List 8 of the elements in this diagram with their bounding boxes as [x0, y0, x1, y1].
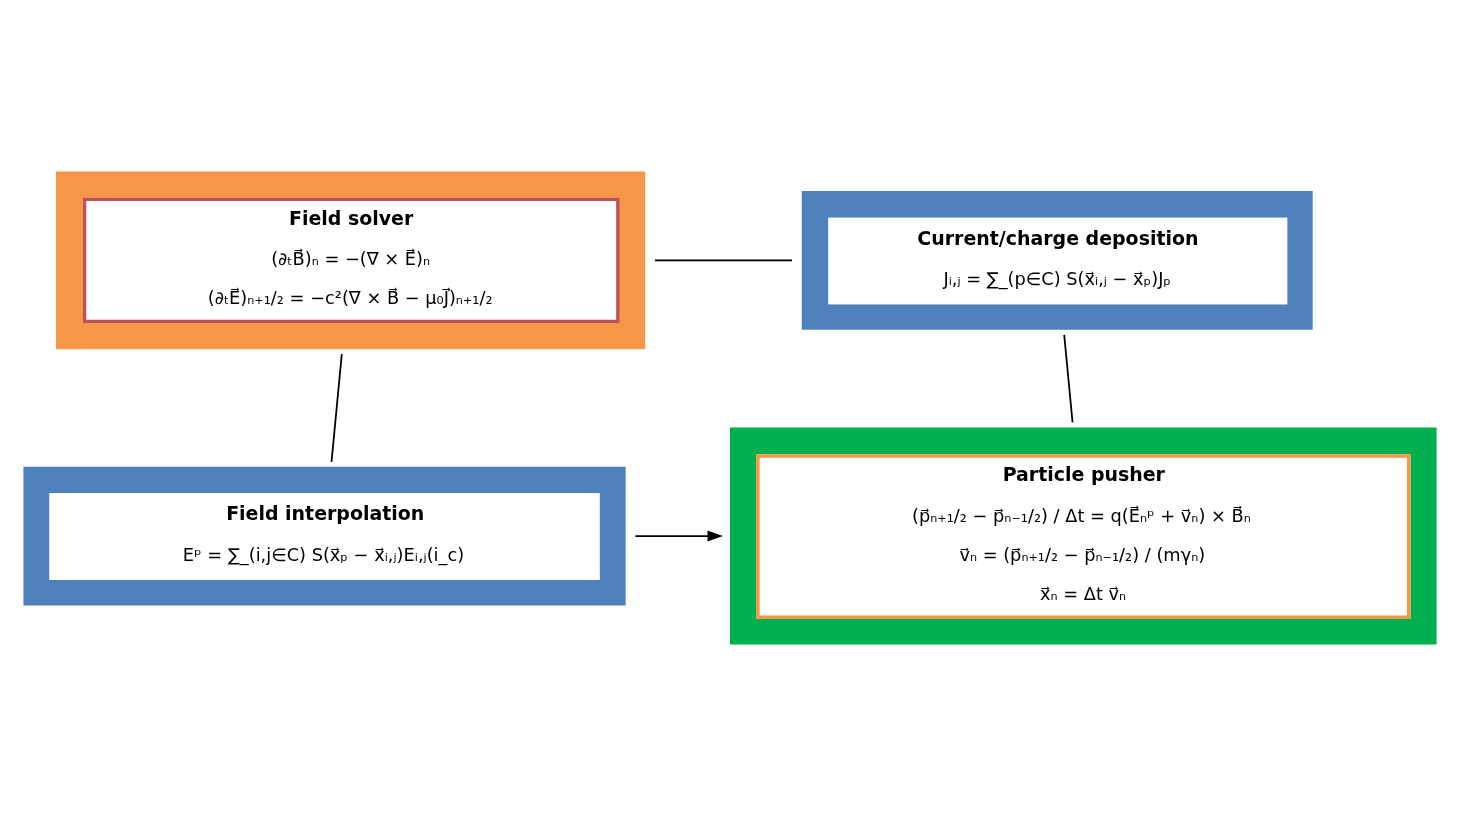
node-box: Field solver (∂ₜB⃗)ₙ = −(∇ × E⃗)ₙ (∂ₜE⃗)ₙ₊₁/₂ = −c²(∇ × B⃗ − μ₀J⃗)ₙ₊₁/₂ — [56, 171, 646, 350]
arrow — [634, 530, 723, 542]
connector — [330, 353, 343, 463]
connector — [1063, 333, 1074, 424]
node-box: Particle pusher (p⃗ₙ₊₁/₂ − p⃗ₙ₋₁/₂) / Δt = q(E⃗ₙᵖ + v⃗ₙ) × B⃗ₙ v⃗ₙ = (p⃗ₙ₊₁/₂ − p⃗ₙ₋₁/₂) / (mγₙ) x⃗ₙ = Δt v⃗ₙ — [730, 427, 1437, 645]
node-box: Current/charge deposition Jᵢ,ⱼ = ∑_(p∈C) S(x⃗ᵢ,ⱼ − x⃗ₚ)Jₚ — [801, 191, 1313, 330]
connector — [654, 259, 793, 262]
node-box: Field interpolation Eᵖ = ∑_(i,j∈C) S(x⃗ₚ − x⃗ᵢ,ⱼ)Eᵢ,ⱼ(i_c) — [23, 466, 626, 606]
